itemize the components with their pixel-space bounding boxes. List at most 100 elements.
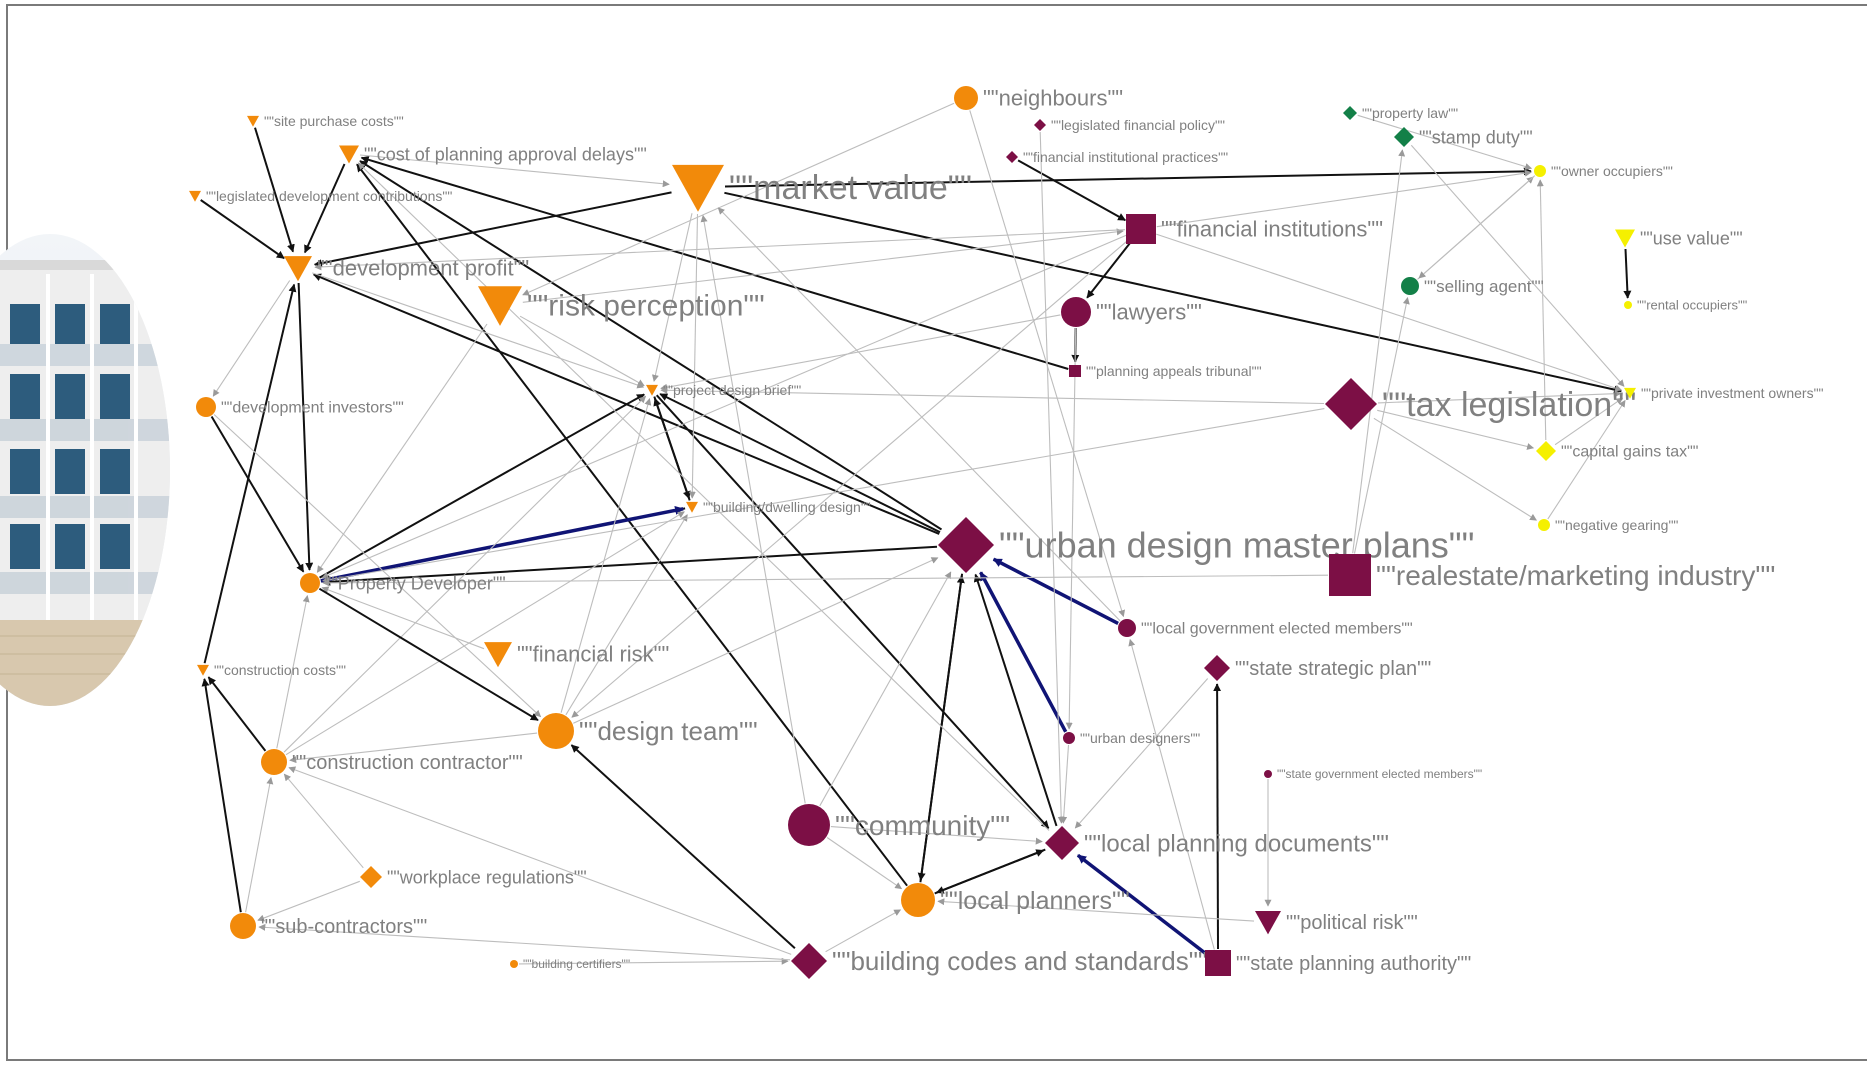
- edge-financial-institutions-to-owner-occupiers: [1156, 169, 1532, 228]
- edge-financial-institutions-to-development-profit: [314, 229, 1126, 271]
- edge-market-value-to-building-dwelling-design: [688, 213, 699, 499]
- node-lawyers: [1061, 297, 1091, 327]
- edge-owner-occupiers-to-selling-agent: [1418, 175, 1536, 279]
- label-workplace-regulations: ""workplace regulations"": [387, 867, 587, 887]
- edge-market-value-to-private-investment-owners: [724, 191, 1622, 394]
- label-legislated-financial-policy: ""legislated financial policy"": [1051, 117, 1225, 133]
- node-political-risk: [1255, 910, 1281, 935]
- edge-tax-legislation-to-property-developer: [322, 408, 1325, 584]
- node-development-investors: [196, 397, 216, 417]
- label-cost-of-planning-approval-delays: ""cost of planning approval delays"": [364, 144, 647, 164]
- node-legislated-development-contributions: [189, 190, 201, 202]
- node-construction-costs: [197, 664, 209, 676]
- label-construction-contractor: ""construction contractor"": [292, 752, 523, 774]
- edge-construction-contractor-to-building-dwelling-design: [285, 511, 685, 756]
- label-building-codes-and-standards: ""building codes and standards"": [832, 946, 1207, 976]
- label-neighbours: ""neighbours"": [983, 86, 1123, 111]
- label-use-value: ""use value"": [1640, 228, 1743, 248]
- edge-financial-institutions-to-lawyers: [1086, 240, 1132, 299]
- edge-realestate-marketing-industry-to-stamp-duty: [1352, 149, 1406, 554]
- node-urban-designers: [1063, 732, 1075, 744]
- edge-state-planning-authority-to-local-planning-documents: [1076, 853, 1208, 956]
- label-design-team: ""design team"": [579, 716, 758, 746]
- edge-building-certifiers-to-building-codes-and-standards: [518, 957, 789, 965]
- edge-community-to-market-value: [700, 214, 806, 804]
- label-political-risk: ""political risk"": [1286, 912, 1418, 934]
- nodes-layer: ""neighbours"" ""legislated financial pol…: [189, 86, 1824, 979]
- node-owner-occupiers: [1534, 165, 1546, 177]
- node-financial-institutional-practices: [1006, 151, 1018, 163]
- edge-site-purchase-costs-to-development-profit: [254, 127, 295, 253]
- edge-local-planning-documents-to-local-planners: [935, 848, 1046, 894]
- label-sub-contractors: ""sub-contractors"": [261, 916, 427, 938]
- edge-state-planning-authority-to-local-government-elected-members: [1128, 638, 1215, 950]
- edge-cost-of-planning-approval-delays-to-development-profit: [303, 163, 346, 254]
- label-tax-legislation: ""tax legislation"": [1382, 386, 1636, 424]
- label-negative-gearing: ""negative gearing"": [1555, 517, 1678, 533]
- edge-neighbours-to-local-government-elected-members: [969, 110, 1126, 618]
- edge-sub-contractors-to-construction-costs: [201, 678, 242, 913]
- label-development-investors: ""development investors"": [221, 400, 404, 417]
- node-rental-occupiers: [1624, 301, 1632, 309]
- edge-design-team-to-building-dwelling-design: [565, 514, 688, 716]
- label-property-developer: ""Property Developer"": [325, 573, 506, 593]
- label-planning-appeals-tribunal: ""planning appeals tribunal"": [1086, 363, 1262, 379]
- edge-local-planning-documents-to-urban-design-master-plans: [973, 573, 1058, 827]
- label-financial-institutional-practices: ""financial institutional practices"": [1023, 149, 1228, 165]
- label-selling-agent: ""selling agent"": [1424, 277, 1544, 296]
- label-owner-occupiers: ""owner occupiers"": [1551, 163, 1673, 179]
- node-workplace-regulations: [360, 866, 382, 888]
- node-stamp-duty: [1394, 127, 1414, 147]
- edge-local-government-elected-members-to-market-value: [717, 207, 1121, 622]
- label-development-profit: ""development profit"": [317, 256, 529, 281]
- node-design-team: [538, 713, 574, 749]
- edge-tax-legislation-to-negative-gearing: [1373, 417, 1537, 521]
- edge-neighbours-to-risk-perception: [522, 102, 955, 296]
- edge-market-value-to-development-profit: [313, 191, 672, 268]
- label-realestate-marketing-industry: ""realestate/marketing industry"": [1376, 560, 1775, 591]
- edge-capital-gains-tax-to-private-investment-owners: [1554, 397, 1624, 446]
- edge-construction-contractor-to-property-developer: [276, 595, 310, 749]
- edge-building-codes-and-standards-to-design-team: [570, 744, 796, 949]
- edge-design-team-to-project-design-brief: [560, 398, 652, 713]
- label-local-planners: ""local planners"": [940, 887, 1130, 915]
- label-project-design-brief: ""project design brief"": [663, 382, 801, 398]
- edge-urban-designers-to-local-planning-documents: [1060, 744, 1070, 824]
- node-building-codes-and-standards: [791, 943, 827, 979]
- edge-tax-legislation-to-project-design-brief: [660, 386, 1325, 405]
- node-property-law: [1343, 106, 1357, 120]
- edge-property-law-to-owner-occupiers: [1357, 114, 1533, 170]
- edge-workplace-regulations-to-sub-contractors: [257, 880, 360, 922]
- edge-project-design-brief-to-local-planning-documents: [655, 394, 1050, 829]
- edge-property-developer-to-building-dwelling-design: [320, 505, 685, 583]
- node-private-investment-owners: [1624, 387, 1636, 399]
- edge-community-to-urban-design-master-plans: [819, 571, 952, 807]
- edge-financial-institutions-to-private-investment-owners: [1156, 233, 1623, 392]
- label-local-planning-documents: ""local planning documents"": [1084, 830, 1389, 857]
- label-financial-institutions: ""financial institutions"": [1161, 217, 1383, 242]
- node-market-value: [672, 164, 724, 212]
- node-urban-design-master-plans: [938, 517, 994, 573]
- label-legislated-development-contributions: ""legislated development contributions"": [206, 188, 452, 204]
- node-legislated-financial-policy: [1034, 119, 1046, 131]
- node-financial-institutions: [1126, 214, 1156, 244]
- label-building-dwelling-design: ""building/dwelling design"": [703, 499, 871, 515]
- label-urban-design-master-plans: ""urban design master plans"": [999, 525, 1474, 566]
- edge-construction-contractor-to-construction-costs: [207, 676, 267, 752]
- edge-use-value-to-rental-occupiers: [1623, 248, 1632, 299]
- edge-legislated-financial-policy-to-local-planning-documents: [1039, 131, 1065, 824]
- edge-state-strategic-plan-to-local-planning-documents: [1074, 678, 1209, 829]
- label-property-law: ""property law"": [1362, 105, 1458, 121]
- edge-urban-design-master-plans-to-project-design-brief: [659, 393, 941, 534]
- label-state-strategic-plan: ""state strategic plan"": [1235, 658, 1431, 680]
- edge-community-to-local-planning-documents: [830, 826, 1043, 845]
- edge-realestate-marketing-industry-to-property-developer: [322, 574, 1329, 587]
- edge-risk-perception-to-project-design-brief: [519, 315, 645, 387]
- node-use-value: [1615, 229, 1635, 248]
- edge-development-profit-to-development-investors: [212, 280, 291, 397]
- edge-building-codes-and-standards-to-construction-contractor: [288, 766, 792, 955]
- label-local-government-elected-members: ""local government elected members"": [1141, 621, 1413, 638]
- label-capital-gains-tax: ""capital gains tax"": [1561, 444, 1698, 461]
- node-site-purchase-costs: [247, 115, 259, 127]
- edge-local-planning-documents-to-cost-of-planning-approval-delays: [357, 162, 1050, 831]
